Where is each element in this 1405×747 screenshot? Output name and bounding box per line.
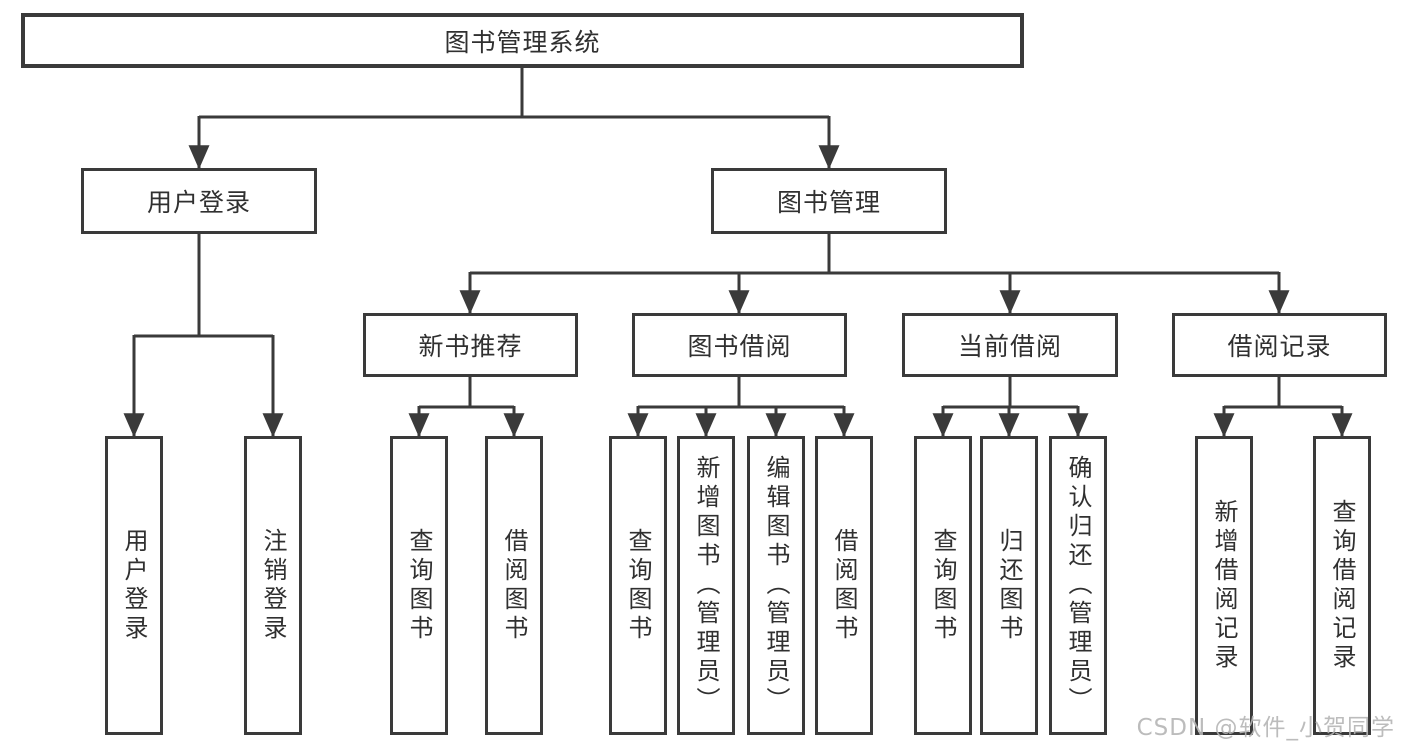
- leaf-add-books-admin: 新增图书（管理员）: [677, 436, 735, 735]
- node-label: 新书推荐: [418, 332, 523, 361]
- leaf-label: 查询图书: [929, 527, 957, 644]
- leaf-label: 借阅图书: [500, 527, 528, 644]
- leaf-add-borrow-record: 新增借阅记录: [1195, 436, 1253, 735]
- node-library-management-system: 图书管理系统: [21, 13, 1024, 68]
- node-label: 借阅记录: [1227, 332, 1332, 361]
- node-label: 图书管理系统: [444, 27, 601, 57]
- leaf-query-books-borrowing: 查询图书: [609, 436, 667, 735]
- leaf-label: 借阅图书: [830, 527, 858, 644]
- leaf-label: 归还图书: [995, 527, 1023, 644]
- leaf-label: 确认归还（管理员）: [1064, 455, 1092, 716]
- leaf-label: 注销登录: [259, 527, 287, 644]
- leaf-label: 查询图书: [405, 527, 433, 644]
- leaf-confirm-return-admin: 确认归还（管理员）: [1049, 436, 1107, 735]
- node-label: 当前借阅: [957, 332, 1062, 361]
- node-new-book-recommend: 新书推荐: [363, 313, 578, 377]
- leaf-return-books: 归还图书: [980, 436, 1038, 735]
- leaf-label: 编辑图书（管理员）: [762, 455, 790, 716]
- node-label: 图书管理: [776, 188, 881, 217]
- leaf-label: 新增借阅记录: [1210, 498, 1238, 673]
- leaf-borrow-books-recommend: 借阅图书: [485, 436, 543, 735]
- node-label: 图书借阅: [687, 332, 792, 361]
- leaf-query-books-recommend: 查询图书: [390, 436, 448, 735]
- leaf-borrow-books-borrowing: 借阅图书: [815, 436, 873, 735]
- node-book-management: 图书管理: [711, 168, 947, 234]
- leaf-label: 新增图书（管理员）: [692, 455, 720, 716]
- node-user-login: 用户登录: [81, 168, 317, 234]
- node-borrowing-records: 借阅记录: [1172, 313, 1387, 377]
- leaf-label: 查询借阅记录: [1328, 498, 1356, 673]
- csdn-watermark: CSDN @软件_小贺同学: [1136, 715, 1395, 741]
- leaf-user-login: 用户登录: [105, 436, 163, 735]
- node-book-borrowing: 图书借阅: [632, 313, 847, 377]
- leaf-logout: 注销登录: [244, 436, 302, 735]
- leaf-edit-books-admin: 编辑图书（管理员）: [747, 436, 805, 735]
- leaf-query-borrow-record: 查询借阅记录: [1313, 436, 1371, 735]
- node-label: 用户登录: [146, 188, 251, 217]
- leaf-label: 用户登录: [120, 527, 148, 644]
- leaf-query-books-current: 查询图书: [914, 436, 972, 735]
- node-current-borrowing: 当前借阅: [902, 313, 1118, 377]
- leaf-label: 查询图书: [624, 527, 652, 644]
